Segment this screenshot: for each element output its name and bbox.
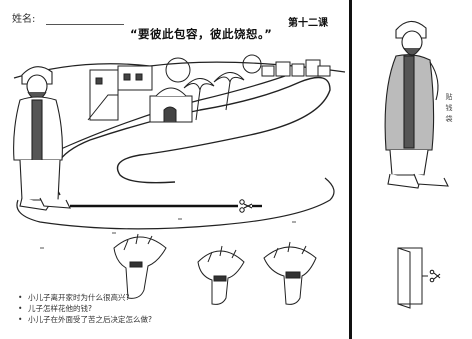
question-item: •小儿子离开家时为什么很高兴?	[18, 293, 130, 302]
scene-illustration	[13, 54, 346, 305]
wheat-sheaf-2	[197, 245, 245, 305]
house-dome	[149, 87, 193, 123]
verse-title: “要彼此包容，彼此饶恕。”	[130, 27, 273, 41]
wheat-sheaf-3	[263, 241, 317, 305]
son-figure	[384, 20, 449, 189]
cutout-illustrations	[384, 20, 449, 309]
paste-label: 贴钱袋	[445, 93, 453, 123]
distant-town	[261, 59, 331, 77]
name-label: 姓名:	[12, 14, 36, 25]
name-line	[46, 24, 124, 25]
right-panel: 贴钱袋	[352, 0, 472, 339]
lesson-number: 第十二课	[288, 18, 328, 29]
panel-divider	[349, 0, 352, 339]
left-panel: 姓名: “要彼此包容，彼此饶恕。” 第十二课	[12, 14, 346, 325]
question-list: •小儿子离开家时为什么很高兴? •儿子怎样花他的钱? •小儿子在外面受了苦之后决…	[18, 292, 338, 325]
father-figure	[13, 66, 71, 211]
house-left	[87, 65, 153, 121]
scissors-icon	[239, 199, 253, 213]
trees	[165, 54, 262, 121]
money-bag-template	[397, 247, 428, 309]
question-item: •小儿子在外面受了苦之后决定怎么做?	[18, 315, 152, 324]
wheat-sheaf-1	[113, 233, 167, 299]
scissors-icon-small	[429, 269, 441, 283]
question-item: •儿子怎样花他的钱?	[18, 304, 92, 313]
